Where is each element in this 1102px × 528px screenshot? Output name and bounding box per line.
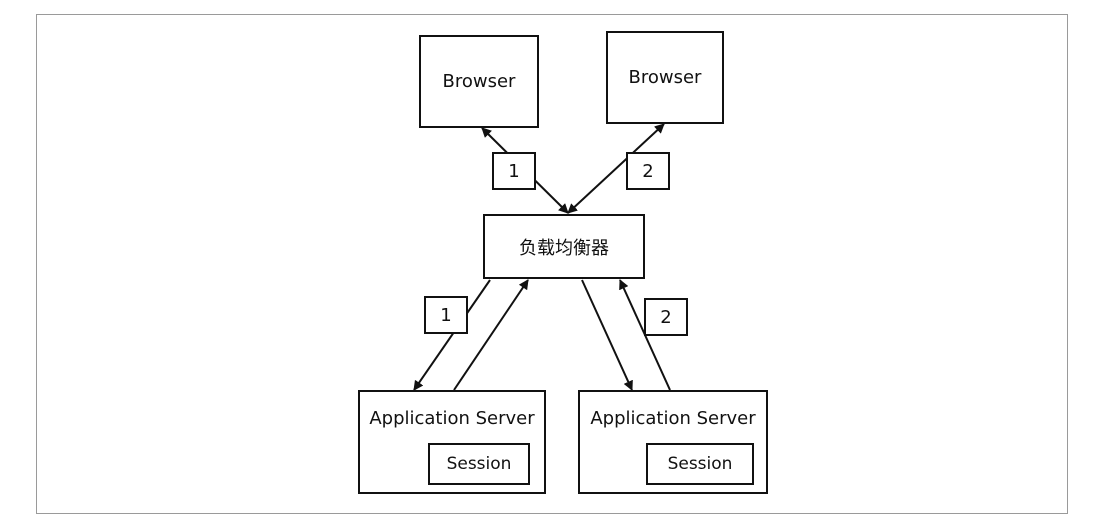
browser-right-node: Browser bbox=[606, 31, 724, 124]
edge-label-server-right: 2 bbox=[644, 298, 688, 336]
edge-label-browser-right: 2 bbox=[626, 152, 670, 190]
arrow-lb-to-server-right bbox=[581, 279, 633, 391]
browser-right-label: Browser bbox=[628, 67, 702, 88]
arrow-lb-to-server-left bbox=[413, 279, 491, 391]
arrow-browser-right-lb bbox=[567, 123, 665, 214]
load-balancer-label: 负载均衡器 bbox=[519, 237, 609, 259]
edge-label-browser-left-text: 1 bbox=[508, 160, 520, 182]
diagram-frame bbox=[36, 14, 1068, 514]
load-balancer-node: 负载均衡器 bbox=[483, 214, 645, 279]
app-server-right-node: Application Server Session bbox=[578, 390, 768, 494]
edge-label-server-right-text: 2 bbox=[660, 306, 672, 328]
session-right-label: Session bbox=[667, 454, 733, 474]
app-server-right-label: Application Server bbox=[590, 408, 756, 429]
edge-label-browser-right-text: 2 bbox=[642, 160, 654, 182]
browser-left-node: Browser bbox=[419, 35, 539, 128]
arrow-server-left-to-lb bbox=[453, 279, 529, 391]
app-server-left-label: Application Server bbox=[369, 408, 535, 429]
app-server-left-node: Application Server Session bbox=[358, 390, 546, 494]
session-left: Session bbox=[428, 443, 530, 485]
session-right: Session bbox=[646, 443, 754, 485]
browser-left-label: Browser bbox=[442, 71, 516, 92]
edge-label-server-left: 1 bbox=[424, 296, 468, 334]
edge-label-server-left-text: 1 bbox=[440, 304, 452, 326]
session-left-label: Session bbox=[446, 454, 512, 474]
edge-label-browser-left: 1 bbox=[492, 152, 536, 190]
